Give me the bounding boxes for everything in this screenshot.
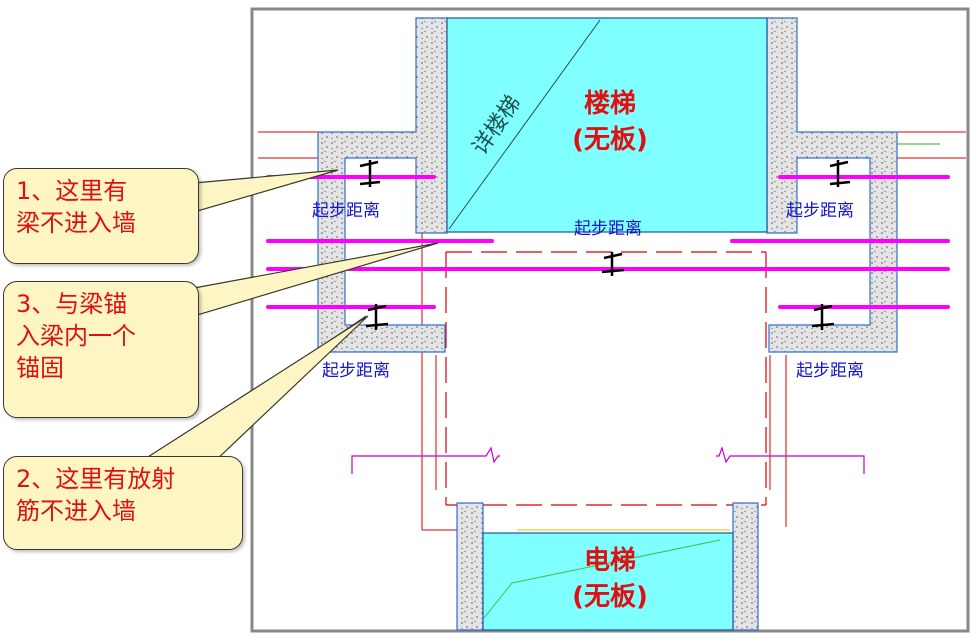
rebar-lines <box>266 175 950 309</box>
start-distance-label: 起步距离 <box>322 361 390 381</box>
stair-label: 楼梯 (无板) <box>545 86 675 158</box>
elevator-name: 电梯 <box>583 546 636 576</box>
callout-line: 3、与梁锚 <box>16 290 128 318</box>
stair-room <box>446 17 768 233</box>
callout-pointers <box>137 169 439 463</box>
callout-beam-not-into-wall: 1、这里有 梁不进入墙 <box>3 168 199 264</box>
concrete-walls <box>317 17 898 631</box>
start-distance-label: 起步距离 <box>786 201 854 221</box>
callout-line: 入梁内一个 <box>16 322 136 350</box>
elevator-note: (无板) <box>572 582 648 612</box>
start-distance-label: 起步距离 <box>574 219 642 239</box>
bar-symbols <box>359 160 851 330</box>
start-distance-label: 起步距离 <box>312 201 380 221</box>
stair-diagonal <box>448 19 601 230</box>
callout-radial-bar-not-into-wall: 2、这里有放射 筋不进入墙 <box>3 456 243 550</box>
callout-line: 筋不进入墙 <box>16 497 136 525</box>
break-lines <box>351 446 865 474</box>
dashed-beam-lines <box>445 251 767 506</box>
stair-note: (无板) <box>572 125 648 155</box>
elevator-room <box>482 532 734 631</box>
callout-line: 1、这里有 <box>16 177 128 205</box>
callout-anchor-into-beam: 3、与梁锚 入梁内一个 锚固 <box>3 281 199 418</box>
callout-line: 梁不进入墙 <box>16 209 136 237</box>
elevator-label: 电梯 (无板) <box>545 543 675 615</box>
start-distance-label: 起步距离 <box>796 361 864 381</box>
stair-name: 楼梯 <box>583 89 636 119</box>
elevator-line <box>483 539 721 619</box>
callout-line: 2、这里有放射 <box>16 465 176 493</box>
callout-line: 锚固 <box>16 354 64 382</box>
